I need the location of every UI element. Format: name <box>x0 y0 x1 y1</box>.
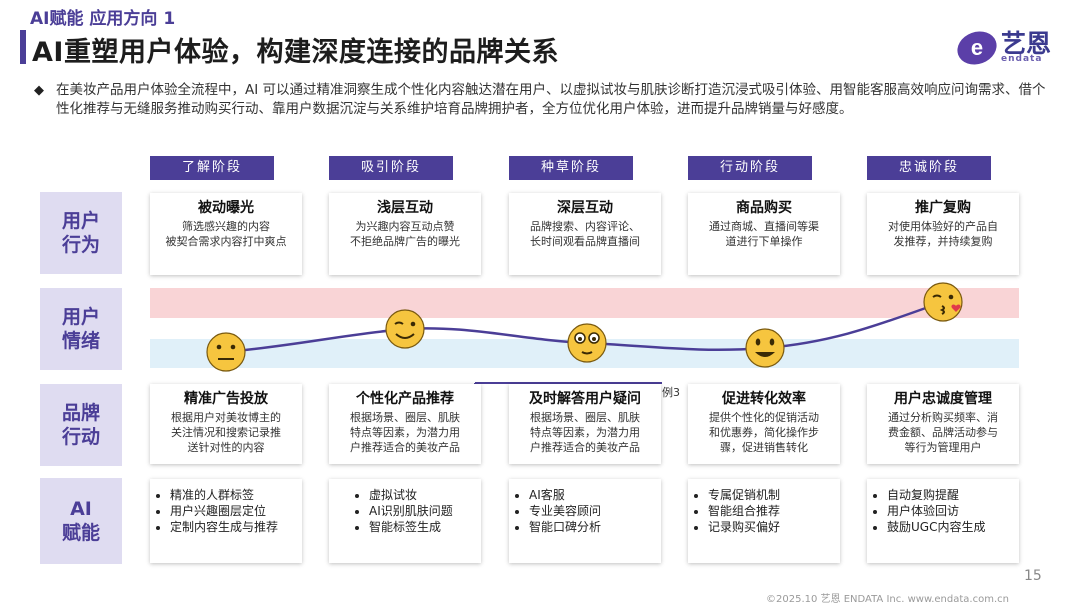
page-title: AI重塑用户体验，构建深度连接的品牌关系 <box>32 37 559 68</box>
behavior-desc: 为兴趣内容互动点赞 不拒绝品牌广告的曝光 <box>350 220 460 248</box>
brand-action-desc: 提供个性化的促销活动 和优惠券，简化操作步 骤，促进销售转化 <box>709 411 819 454</box>
stage-header-action: 行动阶段 <box>688 156 812 180</box>
row-label-ai-enablement: AI 赋能 <box>40 478 122 564</box>
brand-action-title: 精准广告投放 <box>184 391 268 407</box>
ai-enablement-item: 用户体验回访 <box>887 503 1013 519</box>
ai-enablement-item: 用户兴趣圈层定位 <box>170 503 296 519</box>
ai-enablement-card: 自动复购提醒 用户体验回访 鼓励UGC内容生成 <box>867 479 1019 563</box>
brand-action-title: 用户忠诚度管理 <box>894 391 992 407</box>
brand-action-desc: 通过分析购买频率、消 费金额、品牌活动参与 等行为管理用户 <box>888 411 998 454</box>
stage-header-seed: 种草阶段 <box>509 156 633 180</box>
behavior-title: 推广复购 <box>915 200 971 216</box>
section-eyebrow: AI赋能 应用方向 1 <box>30 9 176 29</box>
ai-enablement-item: 智能组合推荐 <box>708 503 834 519</box>
behavior-card: 商品购买 通过商城、直播间等渠 道进行下单操作 <box>688 193 840 275</box>
behavior-desc: 品牌搜索、内容评论、 长时间观看品牌直播间 <box>530 220 640 248</box>
behavior-title: 深层互动 <box>557 200 613 216</box>
behavior-card: 浅层互动 为兴趣内容互动点赞 不拒绝品牌广告的曝光 <box>329 193 481 275</box>
brand-action-card: 及时解答用户疑问 根据场景、圈层、肌肤 特点等因素，为潜力用 户推荐适合的美妆产… <box>509 384 661 464</box>
ai-enablement-item: 自动复购提醒 <box>887 487 1013 503</box>
ai-enablement-item: 虚拟试妆 <box>369 487 475 503</box>
ai-enablement-item: 记录购买偏好 <box>708 519 834 535</box>
footer-copyright: ©2025.10 艺恩 ENDATA Inc. www.endata.com.c… <box>766 594 1009 605</box>
behavior-title: 被动曝光 <box>198 200 254 216</box>
ai-enablement-item: AI识别肌肤问题 <box>369 503 475 519</box>
brand-action-card: 用户忠诚度管理 通过分析购买频率、消 费金额、品牌活动参与 等行为管理用户 <box>867 384 1019 464</box>
logo-subtext: endata <box>1001 54 1043 64</box>
behavior-desc: 通过商城、直播间等渠 道进行下单操作 <box>709 220 819 248</box>
ai-enablement-card: 专属促销机制 智能组合推荐 记录购买偏好 <box>688 479 840 563</box>
brand-action-card: 促进转化效率 提供个性化的促销活动 和优惠券，简化操作步 骤，促进销售转化 <box>688 384 840 464</box>
row-label-user-behavior: 用户 行为 <box>40 192 122 274</box>
ai-enablement-item: 鼓励UGC内容生成 <box>887 519 1013 535</box>
stage-header-aware: 了解阶段 <box>150 156 274 180</box>
brand-action-desc: 根据场景、圈层、肌肤 特点等因素，为潜力用 户推荐适合的美妆产品 <box>530 411 640 454</box>
behavior-card: 推广复购 对使用体验好的产品自 发推荐，并持续复购 <box>867 193 1019 275</box>
brand-action-card: 个性化产品推荐 根据场景、圈层、肌肤 特点等因素，为潜力用 户推荐适合的美妆产品 <box>329 384 481 464</box>
ai-enablement-item: 专属促销机制 <box>708 487 834 503</box>
row-label-user-emotion: 用户 情绪 <box>40 288 122 370</box>
stage-header-loyalty: 忠诚阶段 <box>867 156 991 180</box>
brand-action-desc: 根据场景、圈层、肌肤 特点等因素，为潜力用 户推荐适合的美妆产品 <box>350 411 460 454</box>
ai-enablement-item: 专业美容顾问 <box>529 503 655 519</box>
behavior-title: 商品购买 <box>736 200 792 216</box>
ai-enablement-item: 智能口碑分析 <box>529 519 655 535</box>
emotion-band-neutral <box>150 339 1019 368</box>
intro-text: 在美妆产品用户体验全流程中，AI 可以通过精准洞察生成个性化内容触达潜在用户、以… <box>56 82 1046 117</box>
brand-action-title: 及时解答用户疑问 <box>529 391 641 407</box>
endata-logo: e 艺恩 endata <box>955 22 1065 72</box>
behavior-desc: 筛选感兴趣的内容 被契合需求内容打中爽点 <box>165 220 287 248</box>
emotion-band-positive <box>150 288 1019 318</box>
title-accent-bar <box>20 30 26 64</box>
page-number: 15 <box>1024 568 1042 584</box>
svg-text:e: e <box>971 35 983 60</box>
behavior-title: 浅层互动 <box>377 200 433 216</box>
ai-enablement-card: 虚拟试妆 AI识别肌肤问题 智能标签生成 <box>329 479 481 563</box>
brand-action-desc: 根据用户对美妆博主的 关注情况和搜索记录推 送针对性的内容 <box>171 411 281 454</box>
diamond-bullet-icon: ◆ <box>34 83 44 98</box>
ai-enablement-item: 智能标签生成 <box>369 519 475 535</box>
ai-enablement-card: AI客服 专业美容顾问 智能口碑分析 <box>509 479 661 563</box>
row-label-brand-action: 品牌 行动 <box>40 384 122 466</box>
ai-enablement-card: 精准的人群标签 用户兴趣圈层定位 定制内容生成与推荐 <box>150 479 302 563</box>
ai-enablement-item: 精准的人群标签 <box>170 487 296 503</box>
behavior-card: 深层互动 品牌搜索、内容评论、 长时间观看品牌直播间 <box>509 193 661 275</box>
ai-enablement-item: AI客服 <box>529 487 655 503</box>
behavior-card: 被动曝光 筛选感兴趣的内容 被契合需求内容打中爽点 <box>150 193 302 275</box>
ai-enablement-item: 定制内容生成与推荐 <box>170 519 296 535</box>
brand-action-card: 精准广告投放 根据用户对美妆博主的 关注情况和搜索记录推 送针对性的内容 <box>150 384 302 464</box>
logo-mark-icon: e <box>957 31 997 65</box>
logo-text: 艺恩 <box>1001 29 1052 58</box>
brand-action-title: 促进转化效率 <box>722 391 806 407</box>
stray-label: 例3 <box>662 386 680 399</box>
behavior-desc: 对使用体验好的产品自 发推荐，并持续复购 <box>888 220 998 248</box>
brand-action-title: 个性化产品推荐 <box>356 391 454 407</box>
stage-header-attract: 吸引阶段 <box>329 156 453 180</box>
